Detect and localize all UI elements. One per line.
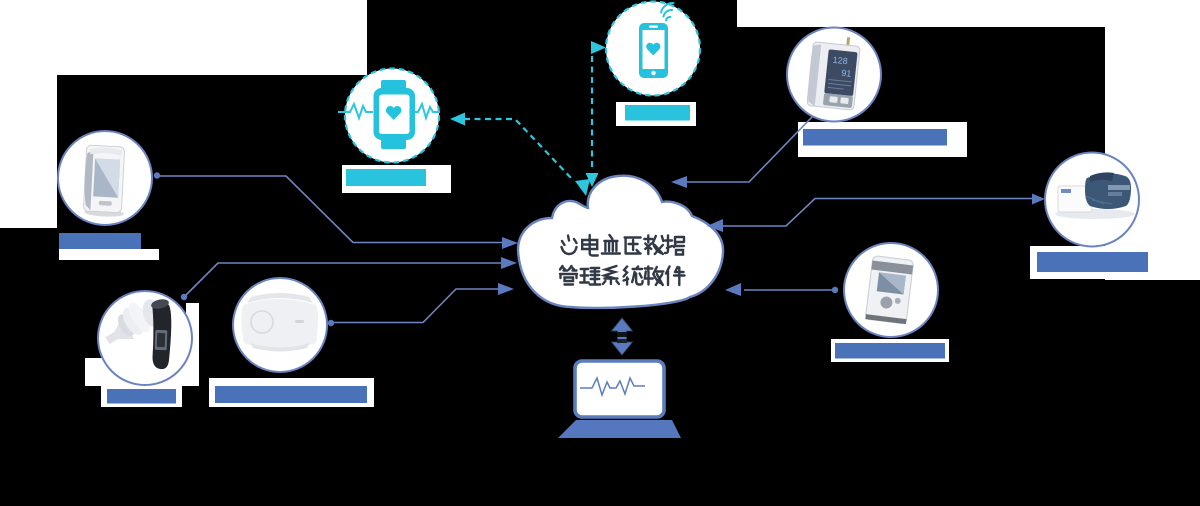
svg-text:128: 128 <box>832 55 848 67</box>
svg-text:91: 91 <box>841 68 852 79</box>
